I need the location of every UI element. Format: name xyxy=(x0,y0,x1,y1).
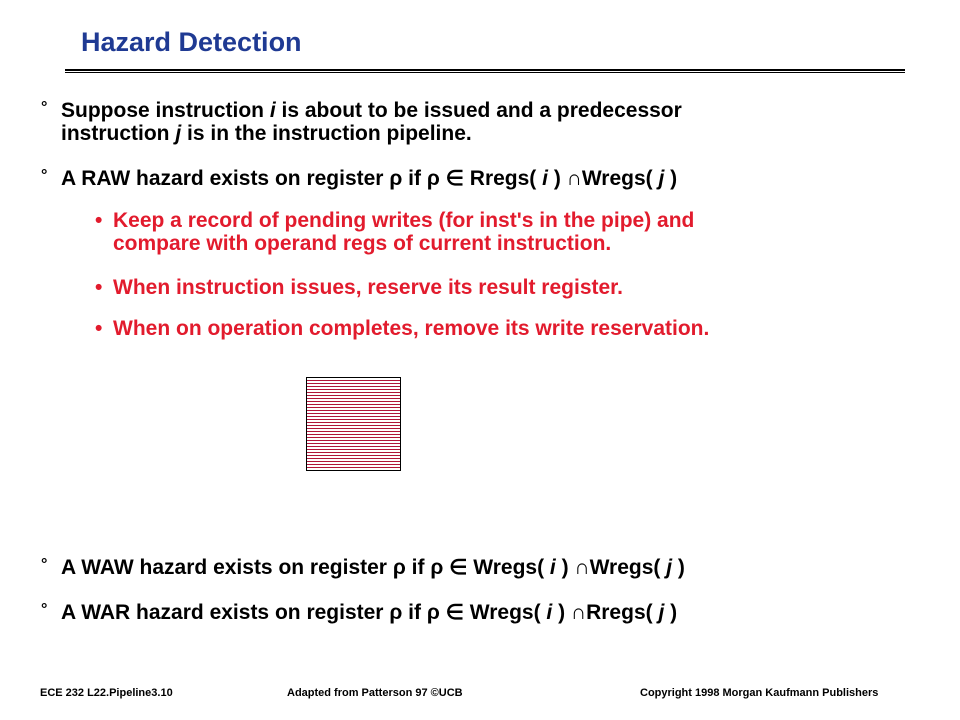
text-run: A WAR hazard exists on register xyxy=(61,601,390,624)
intersection-symbol: ∩ xyxy=(566,167,582,190)
text-run: Wregs( xyxy=(589,556,667,579)
var-i: i xyxy=(549,556,556,579)
intersection-symbol: ∩ xyxy=(570,601,587,624)
sub-bullet-remove-reservation: • When on operation completes, remove it… xyxy=(95,317,710,340)
text-run: A WAW hazard exists on register xyxy=(61,556,393,579)
title-divider xyxy=(65,69,905,73)
var-i: i xyxy=(542,167,548,190)
text-run: Suppose instruction xyxy=(61,99,270,122)
bullet-line: instruction j is in the instruction pipe… xyxy=(61,122,682,145)
text-run: is about to be issued and a predecessor xyxy=(275,99,682,122)
sub-bullet-line: When instruction issues, reserve its res… xyxy=(113,276,624,299)
footer-attribution: Adapted from Patterson 97 ©UCB xyxy=(287,687,463,699)
var-j: j xyxy=(175,122,182,145)
rho-symbol: ρ xyxy=(426,601,440,624)
sub-bullet-line: compare with operand regs of current ins… xyxy=(113,232,612,255)
intersection-symbol: ∩ xyxy=(574,556,590,579)
text-run: ∈ Wregs( xyxy=(443,556,550,579)
dot-bullet-icon: • xyxy=(95,276,103,299)
rho-symbol: ρ xyxy=(430,556,444,579)
text-run: if xyxy=(405,556,431,579)
text-run: if xyxy=(402,167,427,190)
sub-bullet-record-writes: • Keep a record of pending writes (for i… xyxy=(95,209,695,255)
footer-copyright: Copyright 1998 Morgan Kaufmann Publisher… xyxy=(640,687,879,699)
text-run: ) xyxy=(552,601,571,624)
var-j: j xyxy=(666,556,673,579)
text-run: ) xyxy=(672,556,685,579)
slide-title: Hazard Detection xyxy=(81,27,302,57)
bullet-suppose: ° Suppose instruction i is about to be i… xyxy=(41,99,682,145)
degree-bullet-icon: ° xyxy=(41,99,48,116)
text-run: ) xyxy=(555,556,575,579)
var-i: i xyxy=(269,99,276,122)
sub-bullet-line: Keep a record of pending writes (for ins… xyxy=(113,209,695,232)
degree-bullet-icon: ° xyxy=(41,167,48,184)
bullet-war-hazard: ° A WAR hazard exists on register ρ if ρ… xyxy=(41,601,678,624)
rho-symbol: ρ xyxy=(389,601,403,624)
rho-symbol: ρ xyxy=(426,167,440,190)
text-run: ∈ Wregs( xyxy=(439,601,547,624)
dot-bullet-icon: • xyxy=(95,317,103,340)
dot-bullet-icon: • xyxy=(95,209,103,232)
rho-symbol: ρ xyxy=(389,167,403,190)
text-run: Rregs( xyxy=(586,601,659,624)
degree-bullet-icon: ° xyxy=(41,556,48,573)
var-j: j xyxy=(658,167,665,190)
rho-symbol: ρ xyxy=(392,556,406,579)
sub-bullet-line: When on operation completes, remove its … xyxy=(113,317,710,340)
bullet-line: Suppose instruction i is about to be iss… xyxy=(61,99,682,122)
text-run: ) xyxy=(664,601,678,624)
bullet-waw-hazard: ° A WAW hazard exists on register ρ if ρ… xyxy=(41,556,685,579)
striped-figure xyxy=(306,377,401,471)
text-run: ∈ Rregs( xyxy=(439,167,543,190)
footer-course-label: ECE 232 L22.Pipeline3.10 xyxy=(40,687,173,699)
text-run: is in the instruction pipeline. xyxy=(181,122,472,145)
degree-bullet-icon: ° xyxy=(41,601,48,618)
text-run: ) xyxy=(547,167,567,190)
text-run: A RAW hazard exists on register xyxy=(61,167,390,190)
text-run: Wregs( xyxy=(581,167,659,190)
var-j: j xyxy=(658,601,665,624)
text-run: instruction xyxy=(61,122,176,145)
text-run: ) xyxy=(664,167,678,190)
var-i: i xyxy=(546,601,553,624)
text-run: if xyxy=(402,601,427,624)
sub-bullet-reserve: • When instruction issues, reserve its r… xyxy=(95,276,624,299)
bullet-raw-hazard: ° A RAW hazard exists on register ρ if ρ… xyxy=(41,167,678,190)
